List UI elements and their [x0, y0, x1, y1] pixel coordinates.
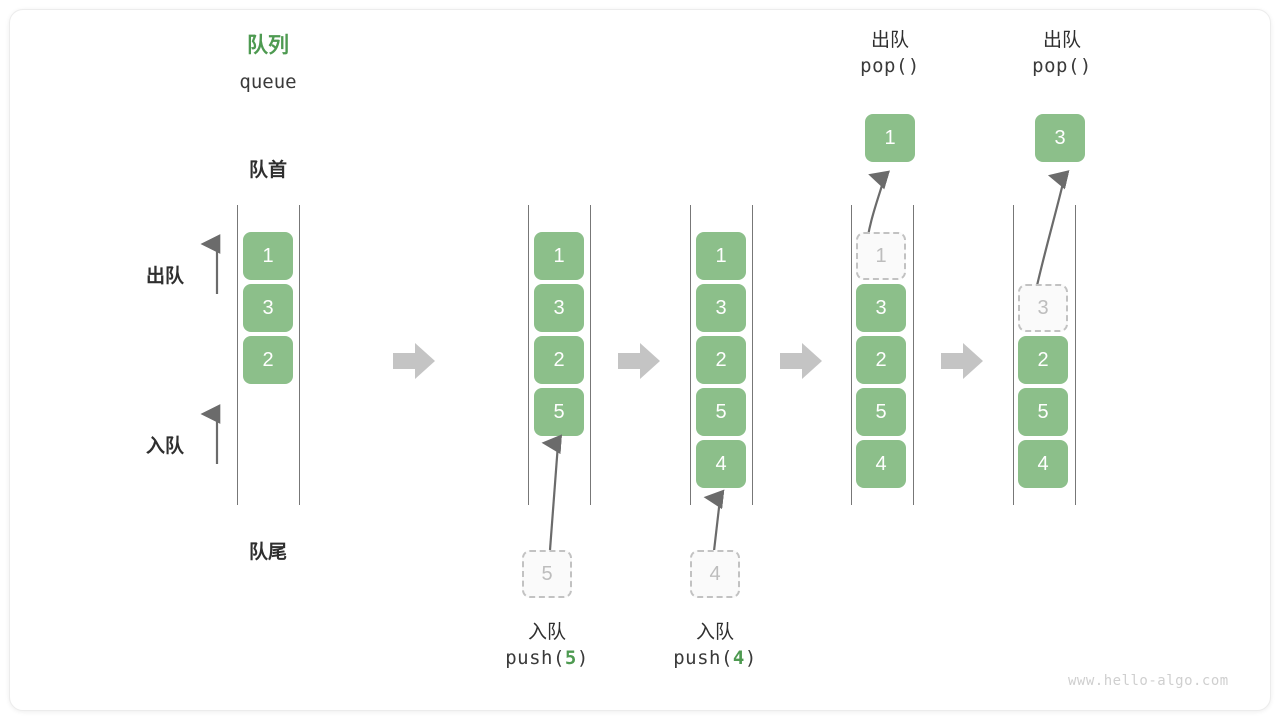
queue-title-cn: 队列 [247, 34, 289, 57]
rear-label: 队尾 [248, 542, 287, 563]
rail-left-col5 [1013, 205, 1014, 505]
queue-cell: 2 [243, 336, 293, 384]
queue-cell: 4 [696, 440, 746, 488]
queue-cell: 1 [243, 232, 293, 280]
pop-result-cell: 3 [1035, 114, 1085, 162]
rail-right-col4 [913, 205, 914, 505]
queue-cell: 2 [534, 336, 584, 384]
queue-title-en: queue [239, 71, 297, 93]
push-pending-cell: 5 [522, 550, 572, 598]
push-caption-cn: 入队 [527, 622, 566, 643]
rail-right-col3 [752, 205, 753, 505]
dequeue-direction-arrow-icon [200, 234, 221, 294]
pop-caption-cn: 出队 [870, 30, 909, 51]
rail-left-col4 [851, 205, 852, 505]
queue-cell: 3 [696, 284, 746, 332]
enqueue-side-label: 入队 [146, 436, 185, 457]
queue-cell: 2 [1018, 336, 1068, 384]
rail-left-col3 [690, 205, 691, 505]
queue-cell: 2 [856, 336, 906, 384]
step-arrow-icon [618, 343, 660, 379]
push-arrow-icon [703, 489, 725, 552]
watermark: www.hello-algo.com [1068, 673, 1229, 689]
queue-cell: 1 [534, 232, 584, 280]
rail-right-col1 [299, 205, 300, 505]
push-arrow-icon [541, 434, 563, 551]
pop-result-cell: 1 [865, 114, 915, 162]
pop-caption-code: pop() [1032, 54, 1092, 77]
pop-ghost-cell: 3 [1018, 284, 1068, 332]
pop-caption-1: 出队 pop() [820, 28, 960, 79]
pop-caption-code: pop() [860, 54, 920, 77]
dequeue-side-label: 出队 [146, 266, 185, 287]
queue-cell: 3 [534, 284, 584, 332]
rail-right-col2 [590, 205, 591, 505]
pop-caption-cn: 出队 [1042, 30, 1081, 51]
queue-cell: 3 [243, 284, 293, 332]
queue-cell: 5 [856, 388, 906, 436]
push-caption-2: 入队 push(4) [630, 620, 800, 671]
rail-right-col5 [1075, 205, 1076, 505]
rail-left-col2 [528, 205, 529, 505]
queue-cell: 4 [1018, 440, 1068, 488]
step-arrow-icon [780, 343, 822, 379]
step-arrow-icon [941, 343, 983, 379]
queue-cell: 5 [534, 388, 584, 436]
queue-cell: 2 [696, 336, 746, 384]
step-arrow-icon [393, 343, 435, 379]
queue-cell: 5 [696, 388, 746, 436]
queue-cell: 4 [856, 440, 906, 488]
push-pending-cell: 4 [690, 550, 740, 598]
push-caption-code: push(5) [505, 646, 589, 669]
enqueue-direction-arrow-icon [200, 404, 221, 464]
pop-ghost-cell: 1 [856, 232, 906, 280]
rail-left-col1 [237, 205, 238, 505]
pop-caption-2: 出队 pop() [992, 28, 1132, 79]
push-caption-1: 入队 push(5) [462, 620, 632, 671]
push-caption-cn: 入队 [695, 622, 734, 643]
queue-cell: 5 [1018, 388, 1068, 436]
queue-cell: 1 [696, 232, 746, 280]
push-caption-code: push(4) [673, 646, 757, 669]
front-label: 队首 [248, 160, 287, 181]
queue-cell: 3 [856, 284, 906, 332]
